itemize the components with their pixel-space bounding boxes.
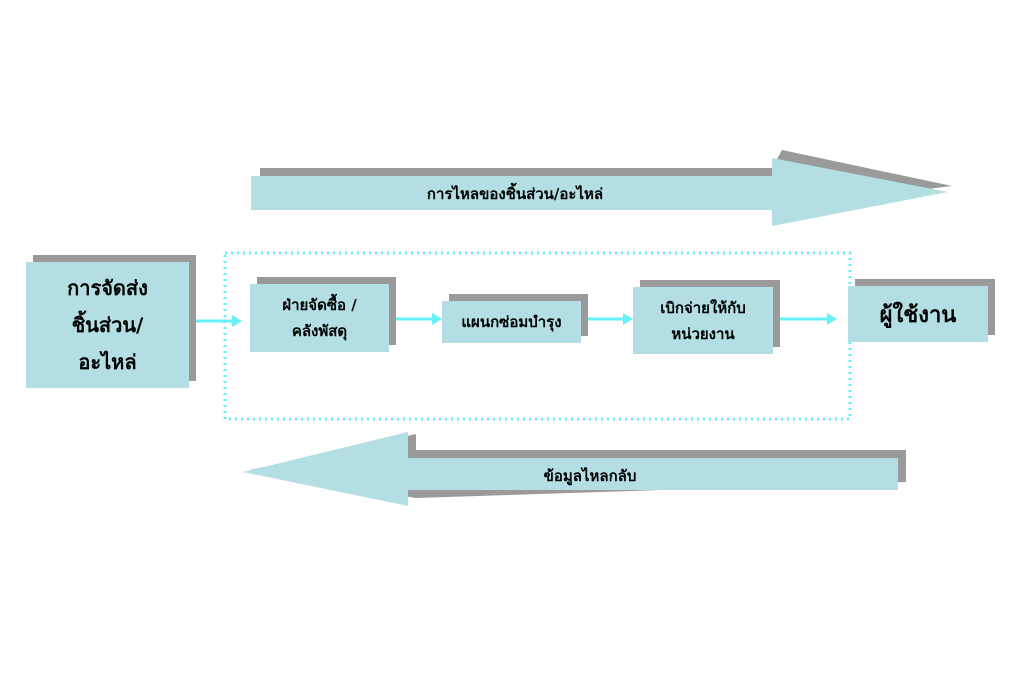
source-box-label: การจัดส่ง ชิ้นส่วน/ อะไหล่: [67, 275, 148, 374]
step-purchasing-warehouse-label: ฝ่ายจัดซื้อ / คลังพัสดุ: [282, 296, 357, 340]
step-purchasing-warehouse: ฝ่ายจัดซื้อ / คลังพัสดุ: [250, 284, 389, 352]
end-user-box: ผู้ใช้งาน: [848, 286, 988, 342]
bottom-flow-arrow: [243, 432, 898, 506]
step-maintenance: แผนกซ่อมบำรุง: [442, 301, 581, 343]
connector-maintenance-to-issue: [581, 313, 633, 325]
bottom-arrow-label: ข้อมูลไหลกลับ: [543, 467, 637, 485]
top-flow-arrow: [251, 158, 948, 226]
top-arrow-label: การไหลของชิ้นส่วน/อะไหล่: [426, 185, 604, 203]
step-issue-to-unit: เบิกจ่ายให้กับ หน่วยงาน: [633, 287, 773, 354]
connector-issue-to-user: [773, 313, 837, 325]
source-box: การจัดส่ง ชิ้นส่วน/ อะไหล่: [26, 262, 189, 388]
step-maintenance-label: แผนกซ่อมบำรุง: [461, 313, 562, 331]
connector-purchasing-to-maintenance: [389, 313, 442, 325]
step-issue-to-unit-label: เบิกจ่ายให้กับ หน่วยงาน: [660, 298, 746, 343]
end-user-box-label: ผู้ใช้งาน: [879, 301, 957, 328]
connector-source-to-purchasing: [189, 315, 242, 327]
